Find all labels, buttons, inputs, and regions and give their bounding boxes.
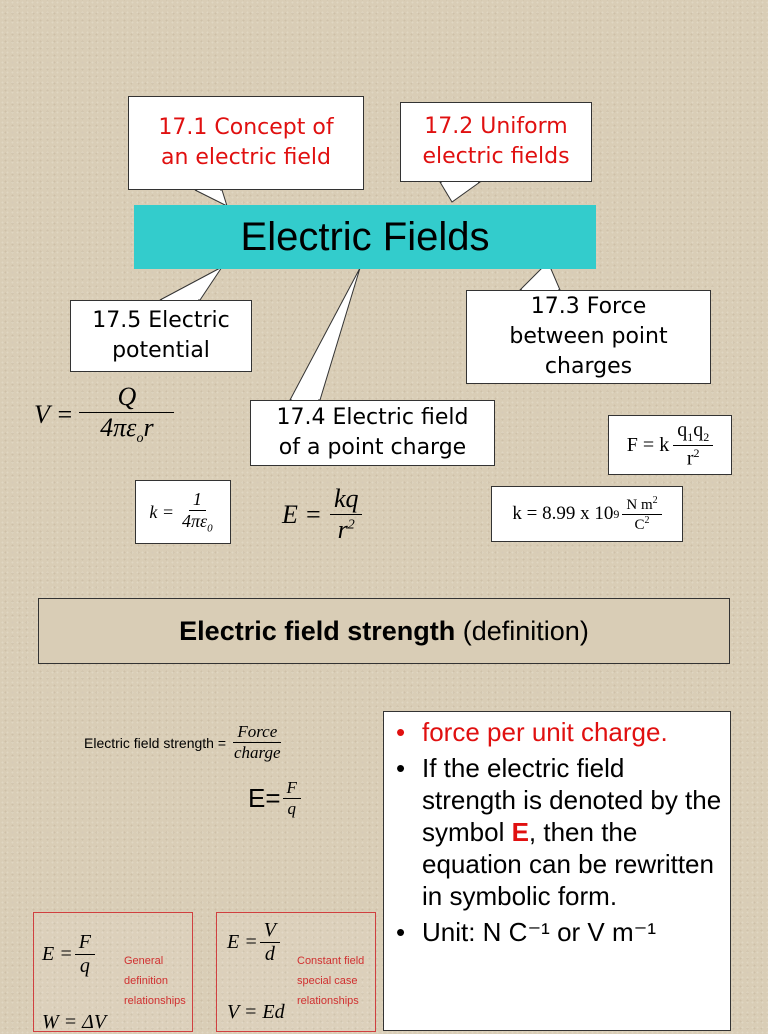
potential-formula: V = Q 4πεor: [34, 382, 175, 447]
definition-rest: (definition): [455, 615, 589, 646]
bullet-item: •force per unit charge.: [396, 717, 668, 747]
k-definition-formula: k = 1 4πε0: [135, 480, 231, 544]
pointer-172: [439, 181, 482, 203]
field-strength-symbolic-equation: E= F q: [248, 778, 301, 819]
pointer-171: [194, 189, 228, 207]
coulomb-law-formula: F = k q1q2 r2: [608, 415, 732, 475]
page-title: Electric Fields: [134, 205, 596, 269]
pointer-174: [289, 267, 361, 401]
point-charge-field-formula: E = kq r2: [282, 484, 363, 545]
bullet-item: •Unit: N C⁻¹ or V m⁻¹: [396, 917, 657, 947]
definition-bold: Electric field strength: [179, 615, 456, 646]
definition-heading: Electric field strength (definition): [38, 598, 730, 664]
field-strength-word-equation: Electric field strength = Force charge: [84, 722, 282, 762]
definition-bullets: •force per unit charge. •If the electric…: [383, 711, 731, 1031]
bullet-item: •If the electric field strength is denot…: [396, 753, 722, 911]
pointer-175: [159, 266, 223, 301]
